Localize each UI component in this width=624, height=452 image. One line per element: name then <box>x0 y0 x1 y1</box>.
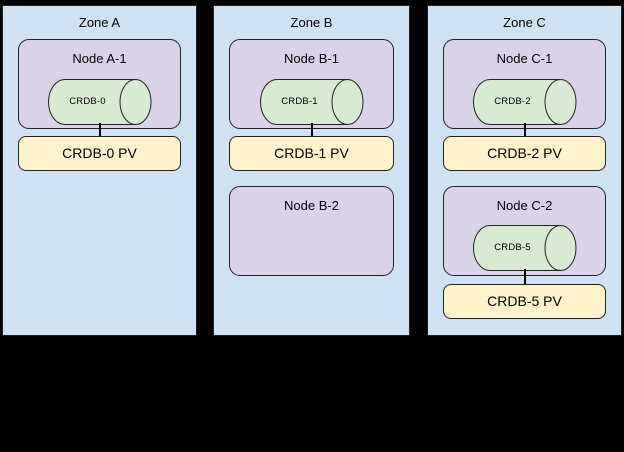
crdb-1-cylinder-icon: CRDB-1 <box>259 79 364 125</box>
node-c-2: Node C-2 CRDB-5 <box>443 186 606 276</box>
crdb-5-label: CRDB-5 <box>494 242 531 253</box>
zone-b-label: Zone B <box>290 15 333 30</box>
crdb-5-pv: CRDB-5 PV <box>443 284 606 319</box>
zone-b: Zone B Node B-1 CRDB-1 CRDB-1 PV Node B-… <box>213 5 410 336</box>
node-b-1-label: Node B-1 <box>284 51 339 66</box>
node-b-1: Node B-1 CRDB-1 <box>229 39 394 129</box>
node-c-1-label: Node C-1 <box>496 51 553 66</box>
connector-crdb-1-to-pv <box>310 123 313 136</box>
connector-crdb-2-to-pv <box>523 123 526 136</box>
node-a-1-label: Node A-1 <box>72 51 127 66</box>
crdb-0-cylinder-icon: CRDB-0 <box>47 79 152 125</box>
zone-a: Zone A Node A-1 CRDB-0 CRDB-0 PV <box>2 5 197 336</box>
crdb-2-pv: CRDB-2 PV <box>443 136 606 171</box>
zone-c: Zone C Node C-1 CRDB-2 CRDB-2 PV Node C-… <box>427 5 622 336</box>
node-a-1: Node A-1 CRDB-0 <box>18 39 181 129</box>
crdb-2-pv-label: CRDB-2 PV <box>487 145 562 161</box>
zone-c-label: Zone C <box>503 15 546 30</box>
node-c-1: Node C-1 CRDB-2 <box>443 39 606 129</box>
connector-crdb-5-to-pv <box>523 269 526 284</box>
crdb-2-label: CRDB-2 <box>494 96 531 107</box>
crdb-1-label: CRDB-1 <box>281 96 318 107</box>
node-c-2-label: Node C-2 <box>496 198 553 213</box>
connector-crdb-0-to-pv <box>98 123 101 136</box>
zone-a-label: Zone A <box>78 15 121 30</box>
crdb-1-pv: CRDB-1 PV <box>229 136 394 171</box>
crdb-1-pv-label: CRDB-1 PV <box>274 145 349 161</box>
node-b-2-label: Node B-2 <box>284 198 339 213</box>
crdb-0-label: CRDB-0 <box>69 96 106 107</box>
crdb-0-pv-label: CRDB-0 PV <box>62 145 137 161</box>
node-b-2: Node B-2 <box>229 186 394 276</box>
crdb-2-cylinder-icon: CRDB-2 <box>472 79 577 125</box>
crdb-5-pv-label: CRDB-5 PV <box>487 293 562 309</box>
crdb-5-cylinder-icon: CRDB-5 <box>472 225 577 271</box>
crdb-0-pv: CRDB-0 PV <box>18 136 181 171</box>
